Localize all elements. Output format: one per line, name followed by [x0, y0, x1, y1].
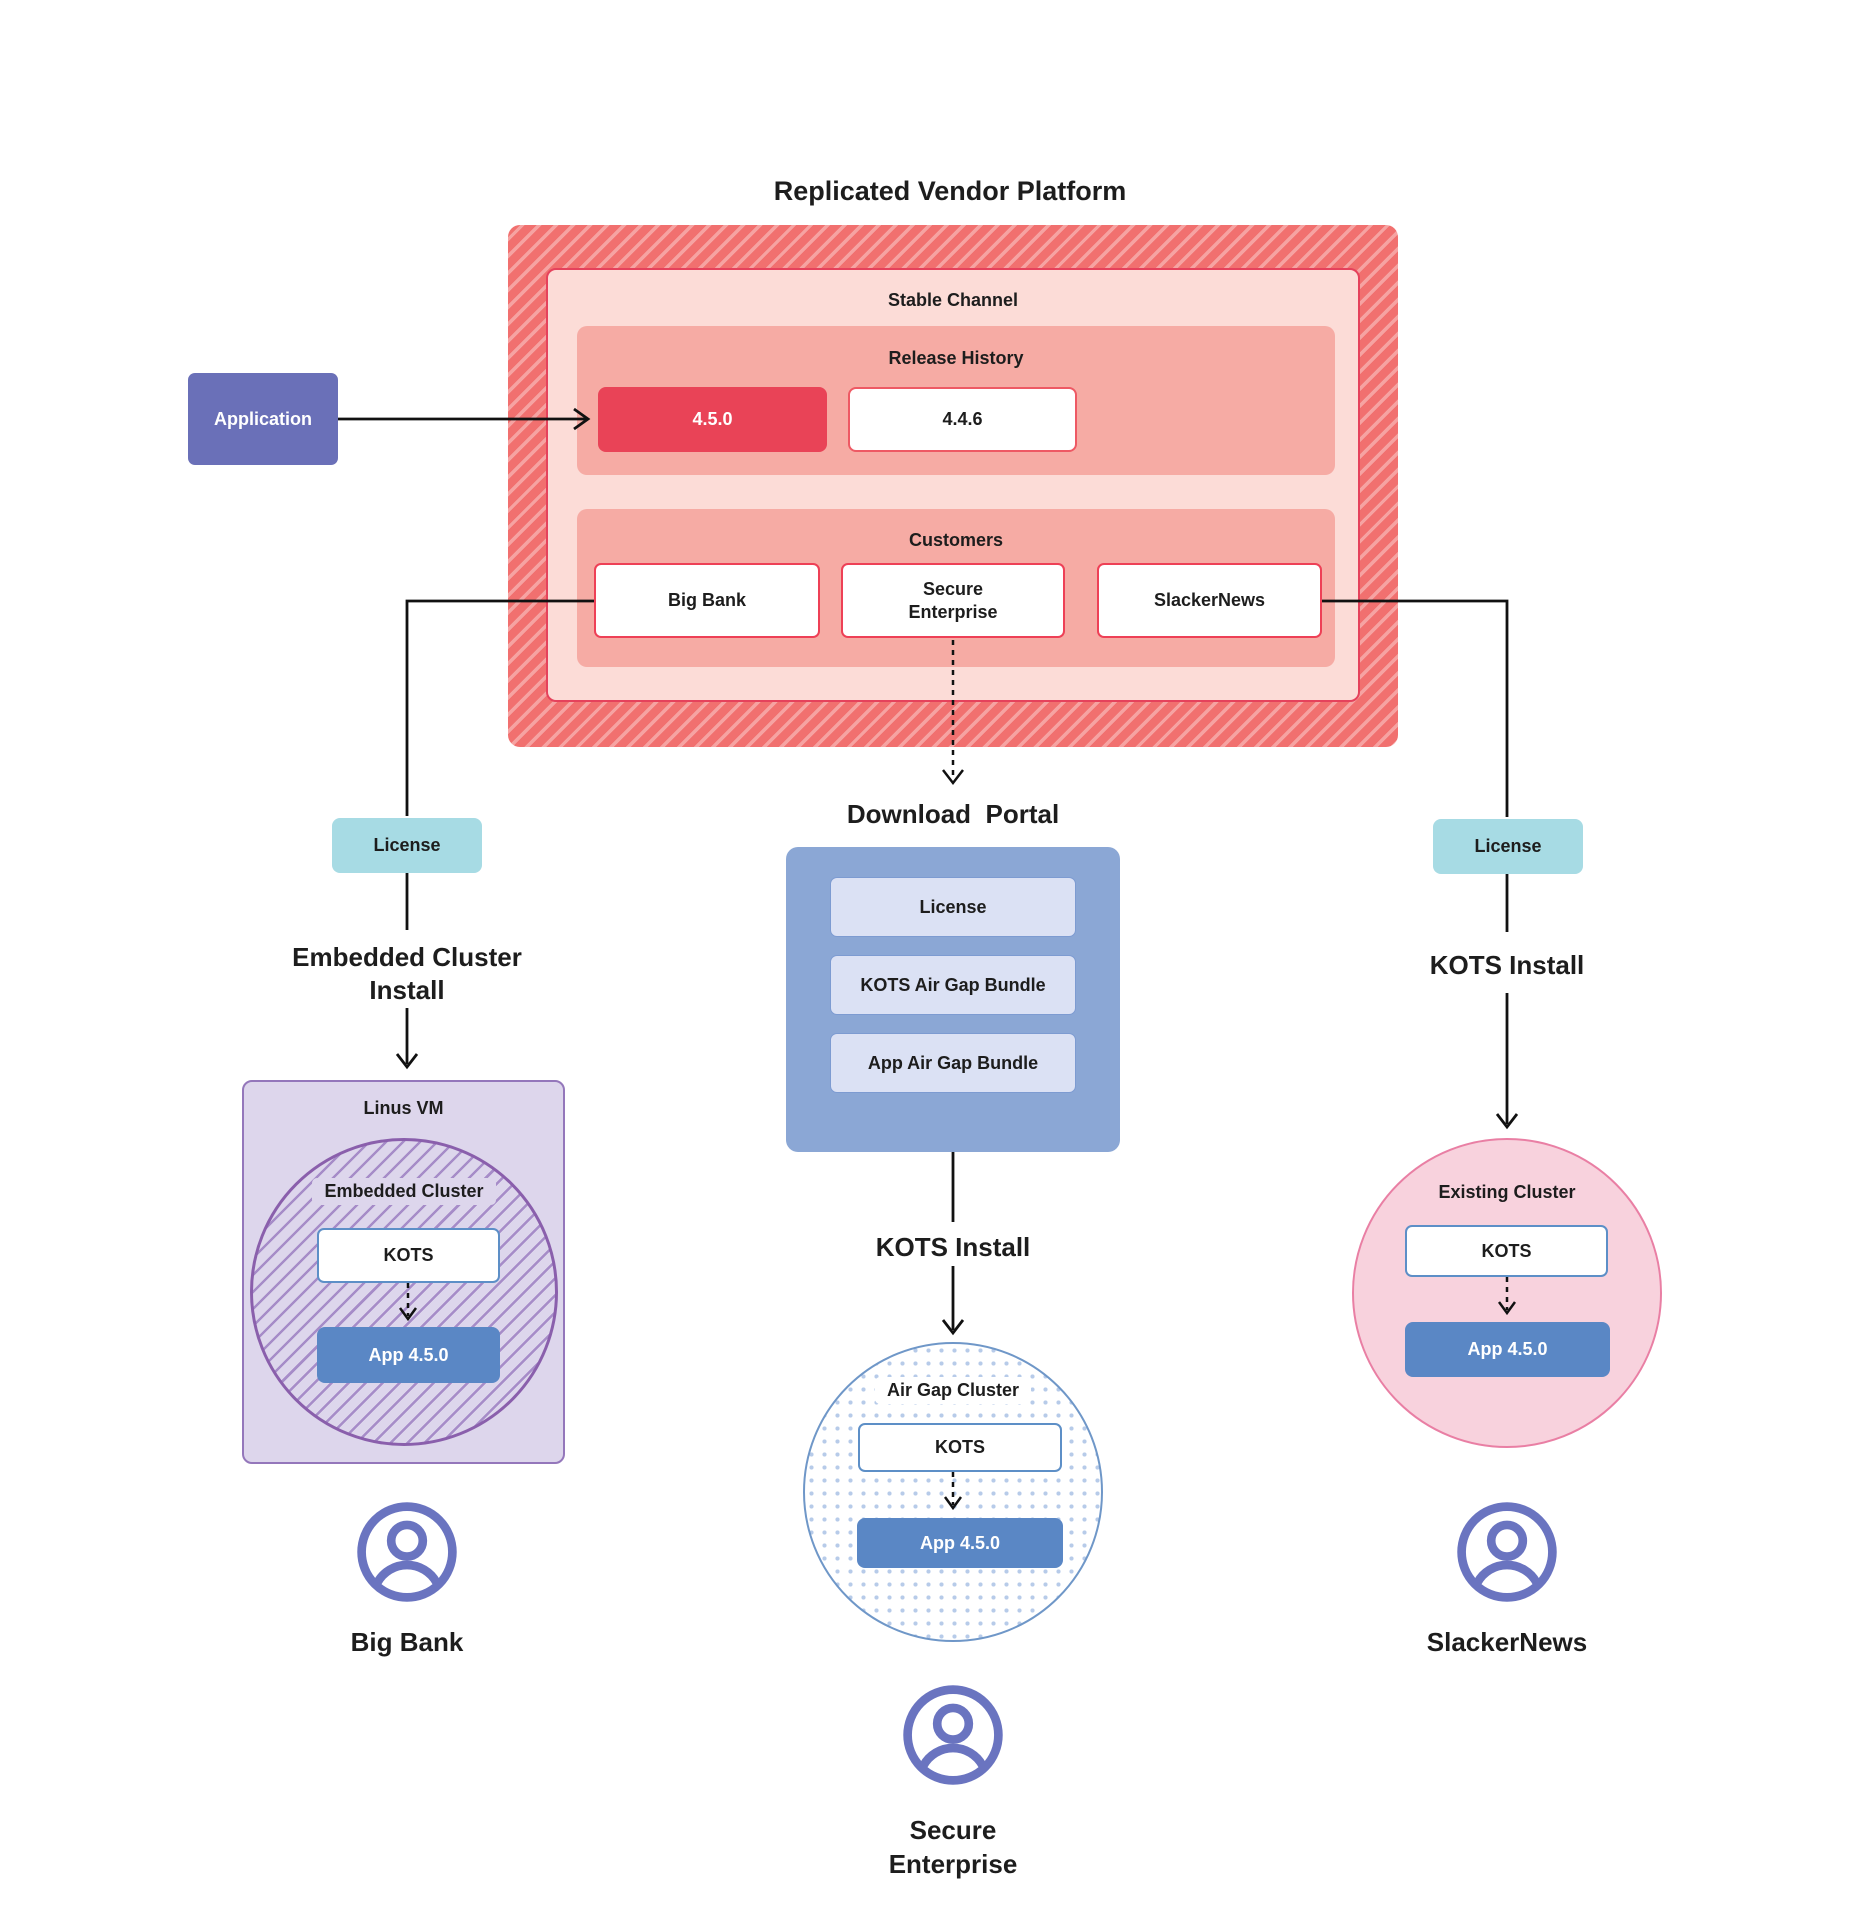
existing-cluster-title: Existing Cluster: [1438, 1182, 1576, 1202]
kots-node-existing: KOTS: [1405, 1225, 1608, 1277]
application-node: Application: [188, 373, 338, 465]
embedded-cluster-install-label: Embedded Cluster Install: [292, 942, 522, 1005]
customer-node-slackernews: SlackerNews: [1097, 563, 1322, 638]
person-icon-slackernews: [1456, 1501, 1558, 1608]
release-history-label: Release History: [888, 348, 1024, 368]
customers-label: Customers: [908, 530, 1004, 550]
artifact-node-license: License: [830, 877, 1076, 937]
artifact-node-kots-airgap-bundle: KOTS Air Gap Bundle: [830, 955, 1076, 1015]
linus-vm-label: Linus VM: [363, 1098, 444, 1118]
license-node-left: License: [332, 818, 482, 873]
app-node-existing: App 4.5.0: [1405, 1322, 1610, 1377]
app-node-embedded: App 4.5.0: [317, 1327, 500, 1383]
embedded-cluster-title: Embedded Cluster: [254, 1178, 554, 1205]
kots-node-embedded: KOTS: [317, 1228, 500, 1283]
release-node-446: 4.4.6: [848, 387, 1077, 452]
embedded-cluster-title-text: Embedded Cluster: [312, 1178, 496, 1205]
app-node-airgap: App 4.5.0: [857, 1518, 1063, 1568]
arrowhead-into-existing: [1495, 1113, 1519, 1130]
arrowhead-into-linusvm: [395, 1053, 419, 1070]
download-portal-label: Download Portal: [846, 799, 1060, 829]
kots-install-label-middle: KOTS Install: [875, 1232, 1031, 1262]
kots-node-airgap: KOTS: [858, 1423, 1062, 1472]
kots-install-label-right: KOTS Install: [1429, 950, 1585, 980]
release-node-450: 4.5.0: [598, 387, 827, 452]
license-node-right: License: [1433, 819, 1583, 874]
airgap-cluster-title: Air Gap Cluster: [803, 1377, 1103, 1404]
end-user-label-big-bank: Big Bank: [350, 1627, 464, 1657]
airgap-cluster-title-text: Air Gap Cluster: [874, 1377, 1032, 1404]
customer-node-secure-enterprise: Secure Enterprise: [841, 563, 1065, 638]
arrowhead-into-airgap: [941, 1319, 965, 1336]
person-icon-big-bank: [356, 1501, 458, 1608]
stable-channel-label: Stable Channel: [887, 290, 1019, 310]
person-icon-secure-enterprise: [902, 1684, 1004, 1791]
page-title: Replicated Vendor Platform: [773, 176, 1127, 206]
end-user-label-slackernews: SlackerNews: [1426, 1627, 1588, 1657]
end-user-label-secure-enterprise: Secure Enterprise: [888, 1815, 1018, 1879]
artifact-node-app-airgap-bundle: App Air Gap Bundle: [830, 1033, 1076, 1093]
arrowhead-into-portal: [942, 769, 964, 786]
customer-node-big-bank: Big Bank: [594, 563, 820, 638]
